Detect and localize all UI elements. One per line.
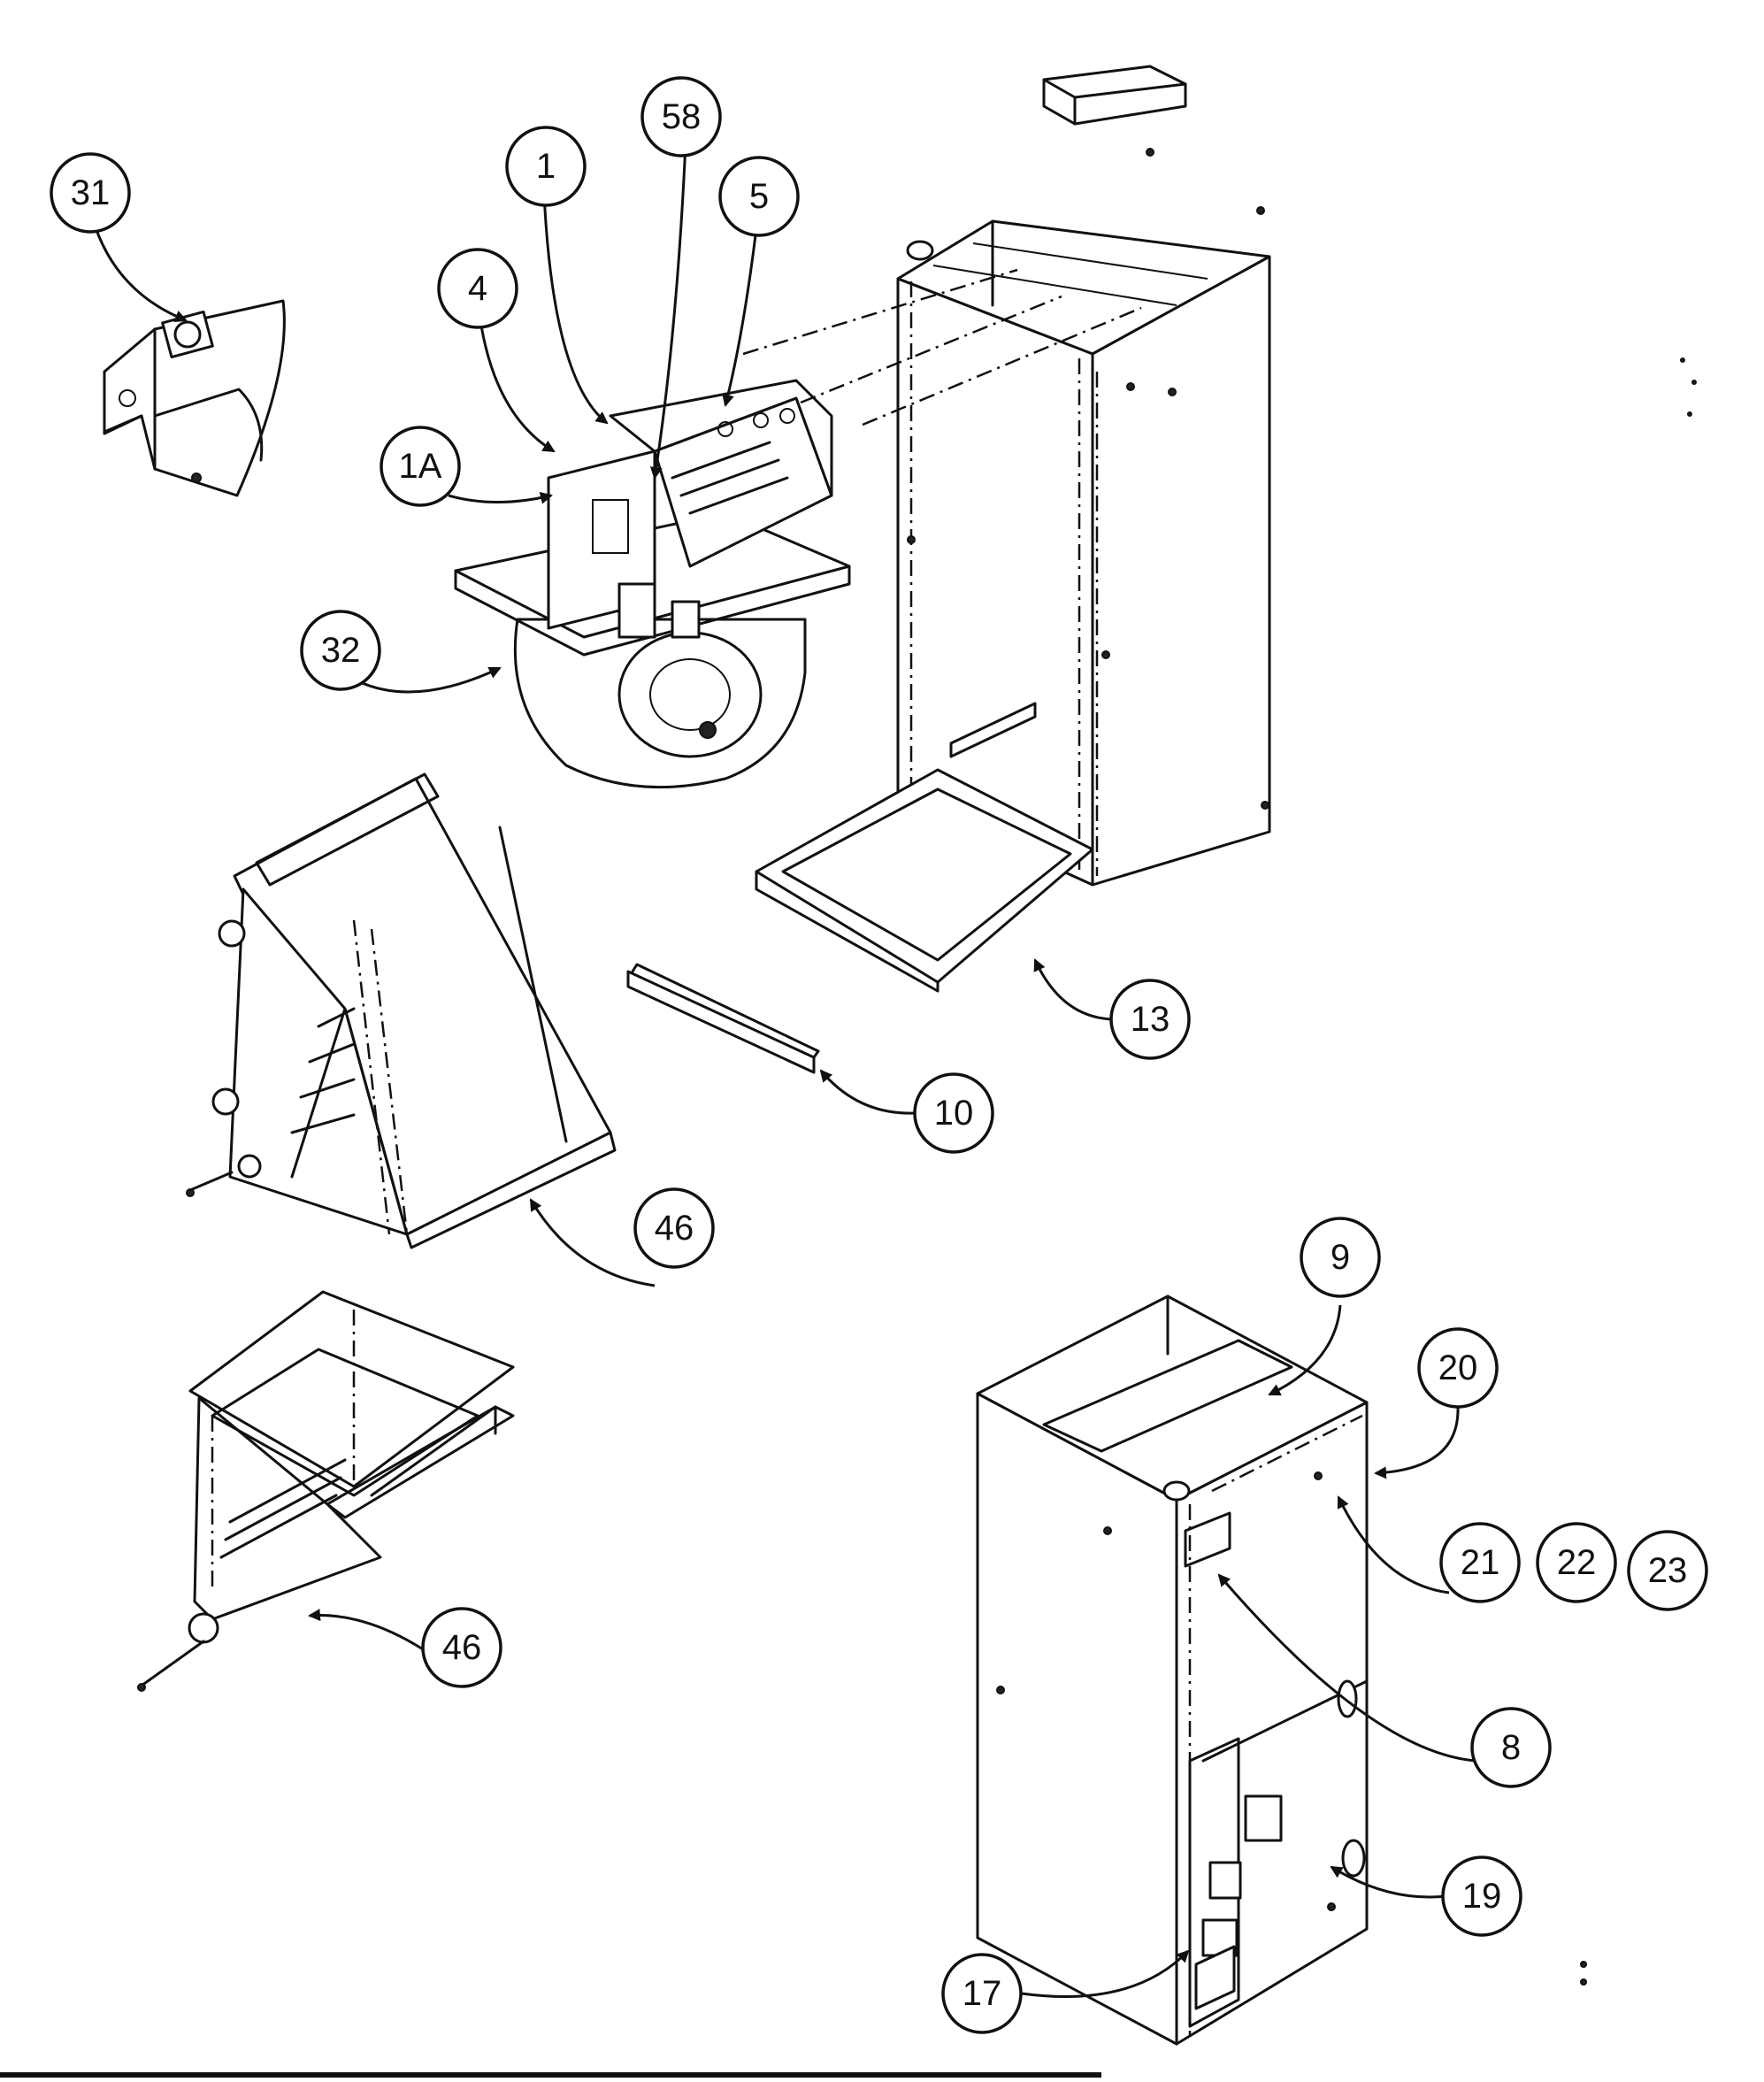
svg-text:31: 31: [71, 173, 111, 212]
callout-13: 13: [1109, 979, 1191, 1060]
callout-22: 22: [1536, 1522, 1617, 1603]
svg-text:10: 10: [934, 1094, 974, 1133]
callout-1a: 1A: [380, 426, 461, 507]
callout-46-upper: 46: [633, 1187, 715, 1269]
svg-text:20: 20: [1438, 1348, 1478, 1387]
svg-text:8: 8: [1501, 1728, 1521, 1767]
callout-58: 58: [640, 76, 722, 157]
callout-46-lower: 46: [421, 1607, 502, 1688]
svg-text:1A: 1A: [399, 447, 442, 486]
svg-text:17: 17: [963, 1974, 1002, 2013]
callout-4: 4: [437, 248, 518, 329]
blower-assembly: [454, 379, 851, 789]
svg-text:9: 9: [1331, 1238, 1350, 1277]
callout-19: 19: [1441, 1855, 1522, 1937]
svg-text:22: 22: [1557, 1543, 1597, 1582]
part-46-coil-b: [137, 1290, 515, 1692]
svg-text:5: 5: [749, 177, 769, 216]
callout-17: 17: [941, 1953, 1023, 2034]
svg-text:32: 32: [321, 631, 361, 670]
callout-1: 1: [505, 126, 587, 207]
callout-31: 31: [50, 152, 131, 234]
callout-8: 8: [1470, 1707, 1552, 1788]
svg-text:58: 58: [662, 97, 702, 136]
part-10-rail: [626, 963, 820, 1074]
callout-20: 20: [1417, 1327, 1499, 1409]
part-46-coil-a: [186, 772, 617, 1249]
callout-9: 9: [1300, 1217, 1381, 1298]
svg-text:46: 46: [655, 1209, 694, 1248]
svg-text:23: 23: [1648, 1551, 1688, 1590]
callout-21: 21: [1439, 1522, 1521, 1603]
callout-32: 32: [300, 610, 381, 691]
part-13-cabinet: [742, 65, 1271, 993]
svg-text:21: 21: [1461, 1543, 1500, 1582]
callout-23: 23: [1627, 1530, 1708, 1611]
svg-text:4: 4: [468, 269, 487, 308]
callout-10: 10: [913, 1072, 994, 1154]
part-31-bracket: [103, 299, 286, 497]
svg-text:46: 46: [442, 1628, 482, 1667]
svg-text:19: 19: [1462, 1877, 1502, 1916]
callout-5: 5: [718, 156, 800, 237]
svg-text:13: 13: [1131, 1000, 1170, 1039]
assembled-unit: [976, 1295, 1369, 2046]
specks: [1580, 357, 1697, 1986]
svg-text:1: 1: [536, 147, 556, 186]
